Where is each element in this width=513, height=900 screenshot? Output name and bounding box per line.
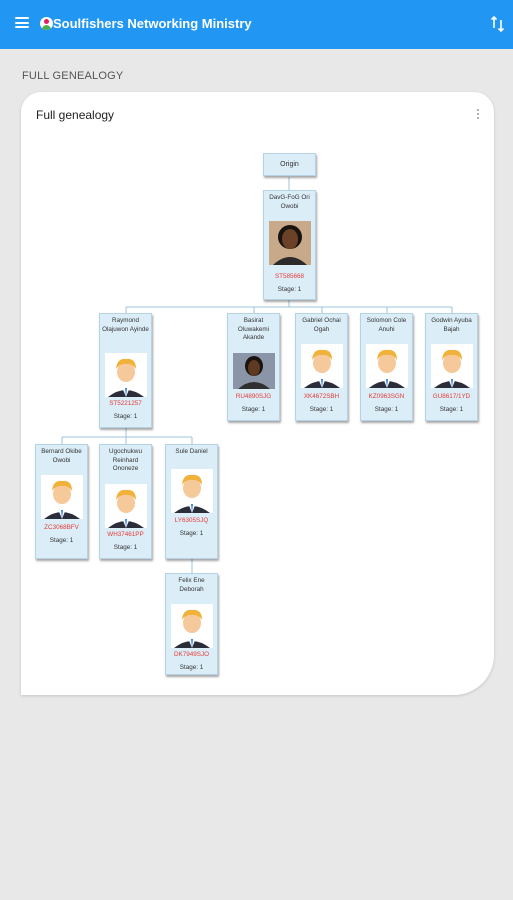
- member-code: DK7949SJO: [173, 651, 209, 658]
- member-name: Basirat Oluwakemi Akande: [237, 317, 270, 341]
- member-node-davg-fog-ori-owobi[interactable]: DavG-FoG Ori Owobi ST585668 Stage: 1: [263, 190, 316, 300]
- member-stage: Stage: 1: [374, 406, 399, 413]
- member-code: KZ0963SGN: [368, 393, 405, 400]
- member-stage: Stage: 1: [113, 544, 138, 551]
- member-name: Sule Daniel: [175, 448, 208, 455]
- swap-vertical-icon[interactable]: [490, 15, 506, 33]
- member-stage: Stage: 1: [309, 406, 334, 413]
- app-title: Soulfishers Networking Ministry: [53, 16, 252, 31]
- genealogy-card: Full genealogy Origin DavG-FoG Ori Owobi: [21, 92, 494, 695]
- member-stage: Stage: 1: [179, 530, 204, 537]
- member-name: Ugochukwu Reinhard Ononeze: [109, 448, 142, 472]
- more-vertical-icon[interactable]: [476, 109, 480, 121]
- avatar-cartoon-man: [41, 475, 83, 519]
- member-code: ST585668: [274, 273, 305, 280]
- member-node-basirat-oluwakemi-akande[interactable]: Basirat Oluwakemi Akande RU4890SJG Stage…: [227, 313, 280, 421]
- avatar-cartoon-man: [431, 344, 473, 388]
- member-node-felix-ene-deborah[interactable]: Felix Ene Deborah DK7949SJO Stage: 1: [165, 573, 218, 675]
- member-name: Gabriel Ochai Ogah: [302, 317, 341, 333]
- member-stage: Stage: 1: [113, 413, 138, 420]
- avatar-cartoon-man: [171, 469, 213, 513]
- member-name: Godwin Ayuba Bajah: [431, 317, 472, 333]
- member-name: DavG-FoG Ori Owobi: [269, 194, 310, 210]
- card-title: Full genealogy: [36, 108, 115, 122]
- app-logo-icon: [40, 17, 53, 30]
- member-node-sule-daniel[interactable]: Sule Daniel LY6305SJQ Stage: 1: [165, 444, 218, 559]
- avatar-cartoon-man: [171, 604, 213, 648]
- member-code: GU8617/1YD: [432, 393, 471, 400]
- member-code: ZC3068BFV: [44, 524, 79, 531]
- woman-photo: [233, 353, 275, 389]
- section-title: FULL GENEALOGY: [22, 70, 124, 82]
- member-code: WH37461PP: [107, 531, 144, 538]
- woman-photo: [269, 221, 311, 265]
- origin-node[interactable]: Origin: [263, 153, 316, 176]
- member-node-gabriel-ochai-ogah[interactable]: Gabriel Ochai Ogah XK4672SBH Stage: 1: [295, 313, 348, 421]
- app-bar: Soulfishers Networking Ministry: [0, 0, 513, 49]
- member-name: Solomon Cole Anuhi: [366, 317, 407, 333]
- member-stage: Stage: 1: [277, 286, 302, 293]
- member-code: RU4890SJG: [235, 393, 272, 400]
- member-node-raymond-olajuwon-ayinde[interactable]: Raymond Olajuwon Ayinde ST5221257 Stage:…: [99, 313, 152, 428]
- member-stage: Stage: 1: [49, 537, 74, 544]
- member-code: XK4672SBH: [303, 393, 340, 400]
- member-stage: Stage: 1: [439, 406, 464, 413]
- member-node-bernard-okibe-owobi[interactable]: Bernard Okibe Owobi ZC3068BFV Stage: 1: [35, 444, 88, 559]
- member-node-solomon-cole-anuhi[interactable]: Solomon Cole Anuhi KZ0963SGN Stage: 1: [360, 313, 413, 421]
- member-name: Felix Ene Deborah: [178, 577, 205, 593]
- member-code: LY6305SJQ: [174, 517, 209, 524]
- member-stage: Stage: 1: [241, 406, 266, 413]
- avatar-cartoon-man: [105, 353, 147, 397]
- avatar-cartoon-man: [105, 484, 147, 528]
- member-code: ST5221257: [109, 400, 142, 407]
- member-node-godwin-ayuba-bajah[interactable]: Godwin Ayuba Bajah GU8617/1YD Stage: 1: [425, 313, 478, 421]
- avatar-cartoon-man: [301, 344, 343, 388]
- member-node-ugochukwu-reinhard-ononeze[interactable]: Ugochukwu Reinhard Ononeze WH37461PP Sta…: [99, 444, 152, 559]
- member-stage: Stage: 1: [179, 664, 204, 671]
- avatar-cartoon-man: [366, 344, 408, 388]
- hamburger-menu-icon[interactable]: [15, 17, 29, 28]
- member-name: Raymond Olajuwon Ayinde: [102, 317, 149, 333]
- member-name: Bernard Okibe Owobi: [41, 448, 82, 464]
